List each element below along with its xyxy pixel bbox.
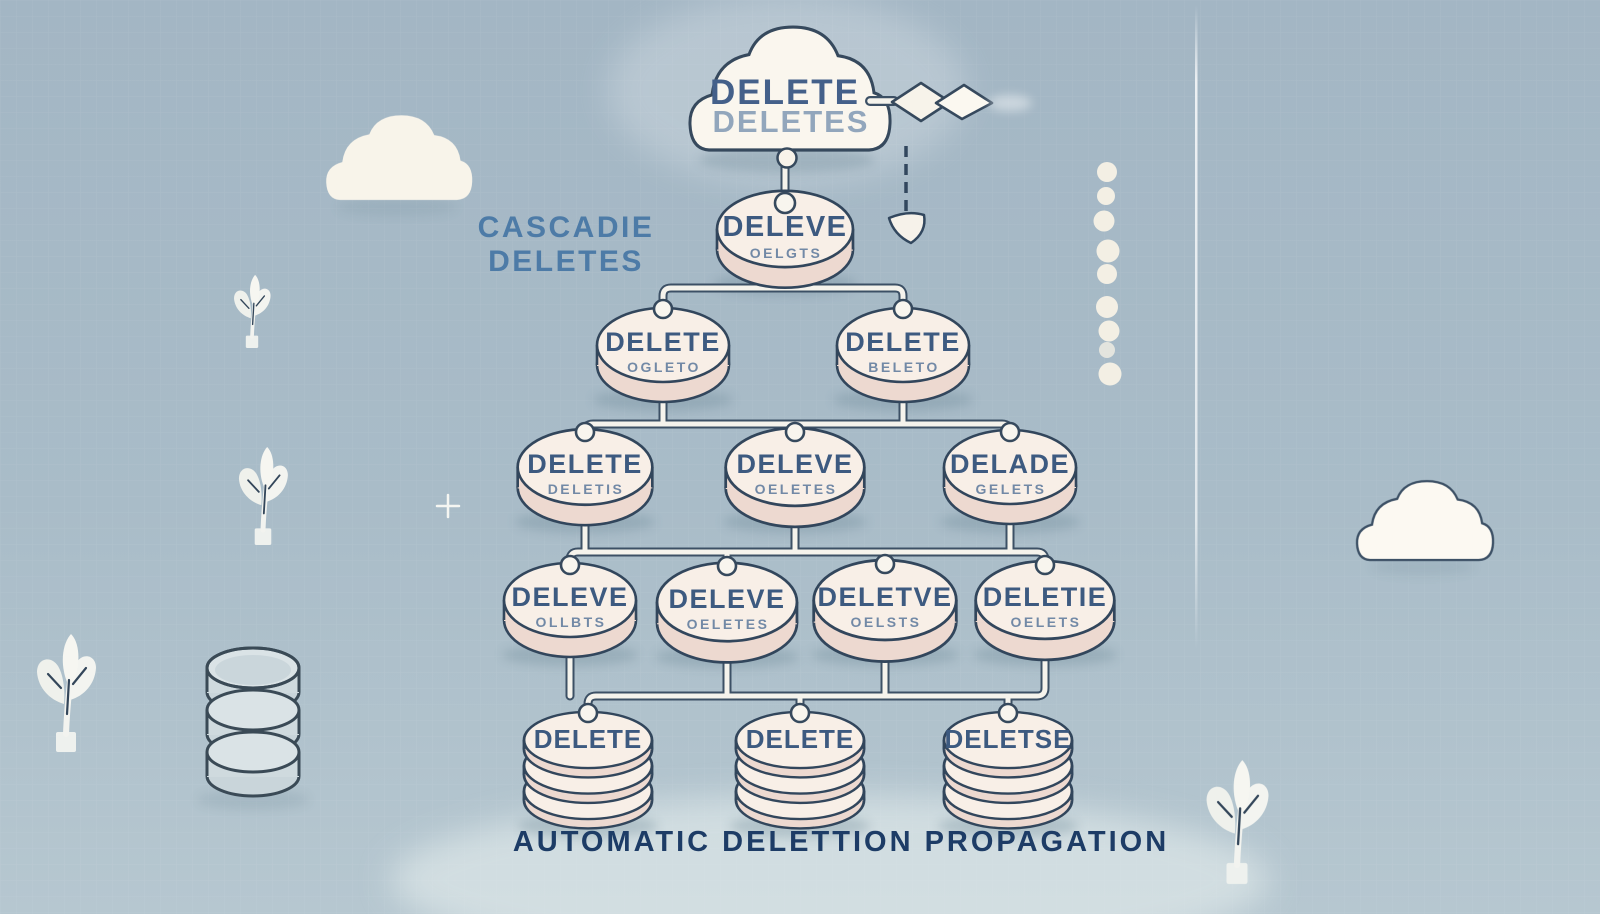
node-l5-2 database-icon: DELETE bbox=[736, 712, 864, 828]
diamond-ornament bbox=[865, 81, 1032, 123]
node-label: DELETE bbox=[746, 724, 855, 754]
side-label-line2: DELETES bbox=[488, 245, 644, 278]
node-label: DELETSE bbox=[945, 724, 1072, 754]
dotted-ornament-column bbox=[1093, 162, 1122, 386]
cloud-anchor-dot bbox=[776, 147, 798, 169]
node-sublabel: OGLETO bbox=[627, 359, 701, 375]
node-sublabel: GELETS bbox=[975, 481, 1046, 497]
node-label: DELADE bbox=[950, 449, 1070, 479]
node-label: DELEVE bbox=[511, 582, 628, 612]
side-label-line1: CASCADIE bbox=[478, 211, 655, 244]
node-label: DELEVE bbox=[736, 449, 853, 479]
node-label: DELETE bbox=[527, 449, 643, 479]
node-l2-2: DELETE BELETO bbox=[835, 306, 971, 404]
node-sublabel: OELETS bbox=[1010, 614, 1081, 630]
sparkle-icon bbox=[435, 493, 461, 519]
header-cloud: DELETES DELETE bbox=[688, 25, 892, 169]
node-l4-2: DELEVE OELETES bbox=[655, 561, 799, 664]
node-label: DELETVE bbox=[817, 582, 952, 612]
down-arrow-icon bbox=[887, 146, 926, 245]
cloud-label: DELETE bbox=[710, 73, 860, 112]
node-label: DELETE bbox=[605, 327, 721, 357]
node-sublabel: OELETES bbox=[687, 616, 770, 632]
node-label: DELEVE bbox=[668, 584, 785, 614]
node-sublabel: OELETES bbox=[755, 481, 838, 497]
connector-rings bbox=[559, 191, 1056, 724]
node-sublabel: DELETIS bbox=[548, 481, 625, 497]
node-label: DELETE bbox=[845, 327, 961, 357]
node-l3-3: DELADE GELETS bbox=[942, 428, 1078, 526]
node-l5-3 database-icon: DELETSE bbox=[944, 712, 1072, 828]
node-l3-1: DELETE DELETIS bbox=[516, 427, 654, 527]
node-sublabel: OELGTS bbox=[750, 245, 823, 261]
node-sublabel: OELSTS bbox=[850, 614, 921, 630]
node-l2-1: DELETE OGLETO bbox=[595, 306, 731, 404]
node-sublabel: BELETO bbox=[868, 359, 940, 375]
node-root: DELEVE OELGTS bbox=[715, 189, 855, 290]
side-label: CASCADIE DELETES bbox=[478, 211, 655, 278]
node-l4-3: DELETVE OELSTS bbox=[812, 558, 958, 663]
node-sublabel: OLLBTS bbox=[536, 614, 607, 630]
cloud-label-ghost: DELETES bbox=[713, 104, 870, 139]
node-label: DELEVE bbox=[722, 211, 847, 243]
node-label: DELETE bbox=[534, 724, 643, 754]
node-label: DELETIE bbox=[983, 582, 1108, 612]
caption-title: AUTOMATIC DELETTION PROPAGATION bbox=[513, 826, 1169, 858]
node-l5-1 database-icon: DELETE bbox=[524, 712, 652, 828]
node-l4-4: DELETIE OELETS bbox=[974, 559, 1116, 662]
node-l3-2: DELEVE OELETES bbox=[724, 426, 866, 529]
vertical-line-ornament bbox=[1195, 5, 1198, 650]
node-l4-1: DELEVE OLLBTS bbox=[502, 561, 638, 659]
database-icon-decor bbox=[205, 646, 301, 798]
